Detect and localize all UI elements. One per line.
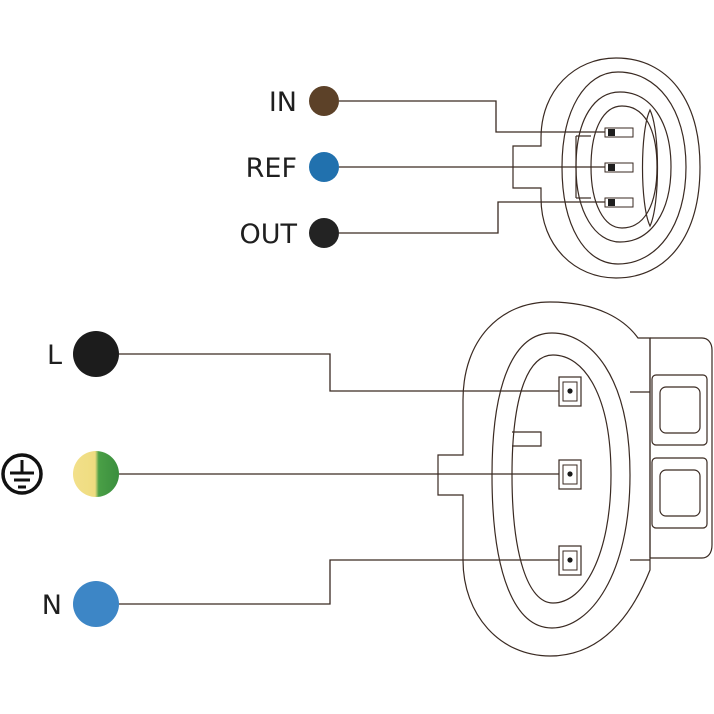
wire-l (119, 353, 570, 392)
wire-in (339, 100, 612, 133)
sensor-connector-housing (512, 57, 701, 279)
pin-label-ref: REF (246, 153, 297, 184)
power-pin-terminals (558, 376, 582, 576)
wire-dot-earth (73, 451, 119, 497)
pin-label-l: L (47, 340, 62, 371)
protective-earth-icon (1, 453, 43, 495)
pin-label-n: N (42, 590, 62, 621)
power-connector: L N (1, 301, 713, 657)
sensor-pin-slots (604, 127, 634, 208)
wire-dot-in (309, 86, 339, 116)
sensor-connector: IN REF OUT (239, 57, 701, 279)
pin-label-in: IN (269, 87, 297, 118)
power-connector-housing (437, 301, 713, 657)
wire-out (339, 201, 612, 234)
wire-dot-l (73, 331, 119, 377)
pin-label-out: OUT (239, 219, 297, 250)
wire-dot-ref (309, 152, 339, 182)
wire-dot-out (309, 218, 339, 248)
wire-n (119, 559, 570, 605)
wire-dot-n (73, 581, 119, 627)
